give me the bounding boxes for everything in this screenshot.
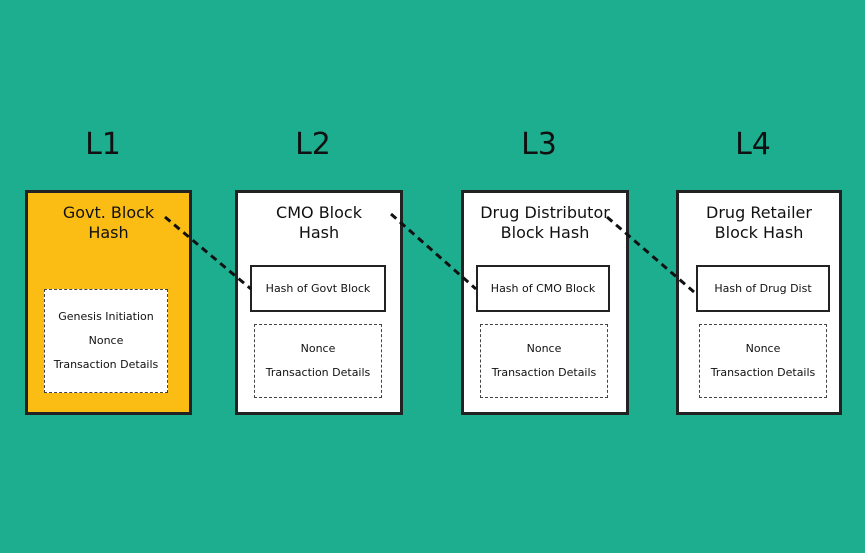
prev-hash-label: Hash of CMO Block (490, 282, 596, 295)
hash-link-3-4 (606, 215, 695, 294)
block-title-line1: Drug Retailer (706, 203, 812, 222)
detail-nonce: Nonce (88, 334, 124, 347)
level-label-l4: L4 (735, 127, 771, 162)
detail-nonce: Nonce (300, 342, 336, 355)
block-title: Drug Retailer Block Hash (679, 203, 839, 243)
level-label-l3: L3 (521, 127, 557, 162)
drug-retailer-block: Drug Retailer Block Hash Hash of Drug Di… (676, 190, 842, 415)
block-title-line1: Govt. Block (62, 203, 155, 222)
level-label-l1: L1 (85, 127, 121, 162)
block-title-line1: CMO Block (276, 203, 362, 222)
cmo-block: CMO Block Hash Hash of Govt Block Nonce … (235, 190, 403, 415)
block-details: Genesis Initiation Nonce Transaction Det… (44, 289, 168, 393)
detail-genesis-initiation: Genesis Initiation (58, 310, 154, 323)
block-details: Nonce Transaction Details (254, 324, 382, 398)
block-title-line2: Block Hash (500, 223, 590, 242)
block-title: Drug Distributor Block Hash (464, 203, 626, 243)
detail-transaction-details: Transaction Details (710, 366, 816, 379)
block-title-line2: Block Hash (714, 223, 804, 242)
detail-transaction-details: Transaction Details (491, 366, 597, 379)
drug-distributor-block: Drug Distributor Block Hash Hash of CMO … (461, 190, 629, 415)
block-title-line1: Drug Distributor (480, 203, 610, 222)
block-details: Nonce Transaction Details (699, 324, 827, 398)
block-title-line2: Hash (298, 223, 340, 242)
block-details: Nonce Transaction Details (480, 324, 608, 398)
detail-transaction-details: Transaction Details (53, 358, 159, 371)
prev-hash-label: Hash of Govt Block (265, 282, 371, 295)
prev-hash-label: Hash of Drug Dist (714, 282, 812, 295)
hash-link-2-3 (390, 212, 477, 291)
detail-transaction-details: Transaction Details (265, 366, 371, 379)
detail-nonce: Nonce (745, 342, 781, 355)
level-label-l2: L2 (295, 127, 331, 162)
prev-hash-box: Hash of Drug Dist (696, 265, 830, 312)
block-title-line2: Hash (88, 223, 129, 242)
block-title: CMO Block Hash (238, 203, 400, 243)
detail-nonce: Nonce (526, 342, 562, 355)
prev-hash-box: Hash of CMO Block (476, 265, 610, 312)
hash-link-1-2 (164, 215, 252, 291)
block-title: Govt. Block Hash (28, 203, 189, 243)
govt-block: Govt. Block Hash Genesis Initiation Nonc… (25, 190, 192, 415)
